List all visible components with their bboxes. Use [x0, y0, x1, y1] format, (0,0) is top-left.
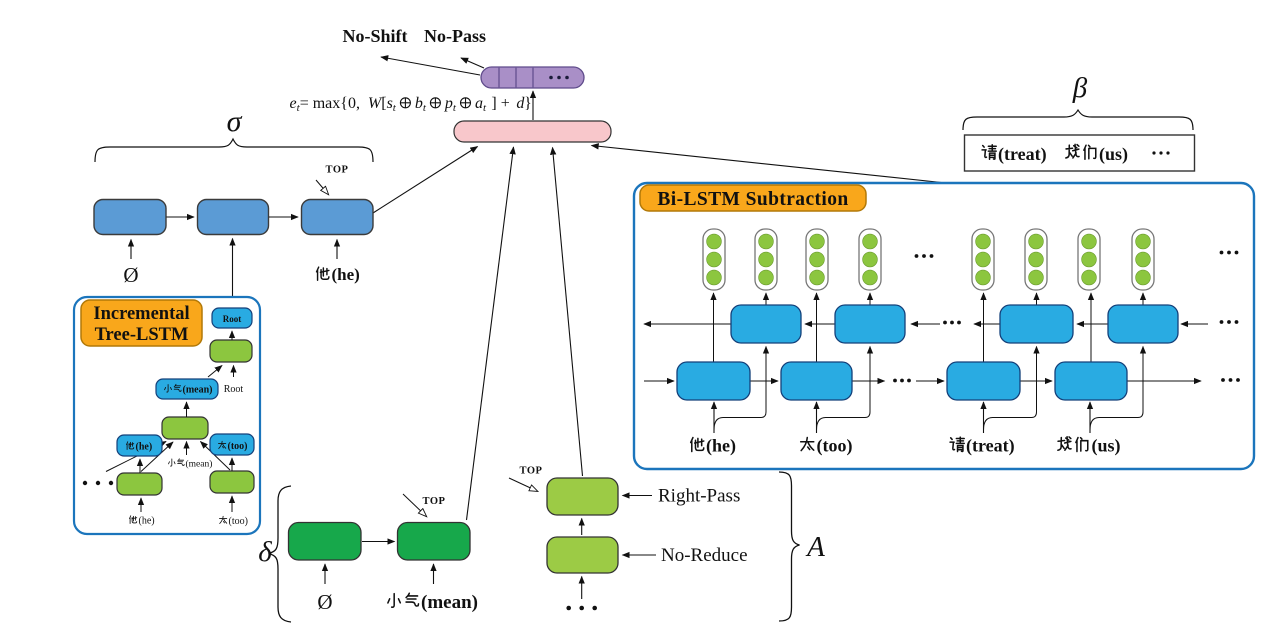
- svg-text:TOP: TOP: [520, 466, 543, 477]
- svg-text:}: }: [524, 95, 532, 112]
- svg-text:Ø: Ø: [123, 263, 138, 287]
- svg-text:Ø: Ø: [317, 590, 332, 614]
- svg-text:t: t: [483, 102, 487, 114]
- svg-text:(he): (he): [139, 516, 155, 527]
- svg-text:σ: σ: [227, 105, 243, 138]
- svg-text:(too): (too): [817, 436, 853, 457]
- svg-text:(too): (too): [229, 516, 248, 527]
- svg-text:(mean): (mean): [421, 592, 478, 613]
- svg-text:β: β: [1072, 72, 1088, 104]
- svg-text:t: t: [297, 102, 301, 114]
- svg-text:Incremental: Incremental: [93, 304, 189, 324]
- svg-text:a: a: [475, 95, 483, 112]
- svg-text:Tree-LSTM: Tree-LSTM: [95, 325, 189, 345]
- svg-text:A: A: [805, 531, 825, 563]
- svg-text:(mean): (mean): [186, 459, 213, 470]
- svg-text:(too): (too): [228, 441, 248, 452]
- svg-text:(us): (us): [1092, 436, 1121, 457]
- svg-text:(he): (he): [332, 265, 360, 284]
- svg-text:] +: ] +: [491, 95, 509, 112]
- svg-text:b: b: [415, 95, 423, 112]
- svg-text:e: e: [290, 95, 297, 112]
- svg-text:(treat): (treat): [966, 436, 1015, 457]
- svg-text:No-Pass: No-Pass: [424, 26, 486, 46]
- svg-text:Bi-LSTM Subtraction: Bi-LSTM Subtraction: [657, 189, 848, 210]
- svg-text:Root: Root: [224, 384, 244, 395]
- svg-text:δ: δ: [258, 536, 272, 568]
- svg-text:t: t: [453, 102, 457, 114]
- svg-text:Root: Root: [223, 314, 242, 324]
- svg-text:W: W: [368, 95, 383, 112]
- svg-text:(mean): (mean): [183, 385, 213, 396]
- svg-text:p: p: [444, 95, 453, 112]
- svg-text:s: s: [387, 95, 393, 112]
- svg-text:(he): (he): [706, 436, 736, 457]
- svg-text:No-Shift: No-Shift: [342, 26, 407, 46]
- svg-text:d: d: [516, 95, 525, 112]
- svg-text:t: t: [393, 102, 397, 114]
- svg-text:t: t: [423, 102, 427, 114]
- svg-text:Right-Pass: Right-Pass: [658, 486, 740, 507]
- svg-text:No-Reduce: No-Reduce: [661, 545, 748, 566]
- svg-text:TOP: TOP: [326, 165, 349, 176]
- svg-text:(he): (he): [136, 442, 153, 453]
- svg-text:(us): (us): [1099, 144, 1128, 165]
- svg-text:(treat): (treat): [998, 144, 1047, 165]
- svg-text:[: [: [381, 95, 386, 112]
- svg-text:TOP: TOP: [423, 496, 446, 507]
- svg-text:= max{0,: = max{0,: [300, 95, 360, 112]
